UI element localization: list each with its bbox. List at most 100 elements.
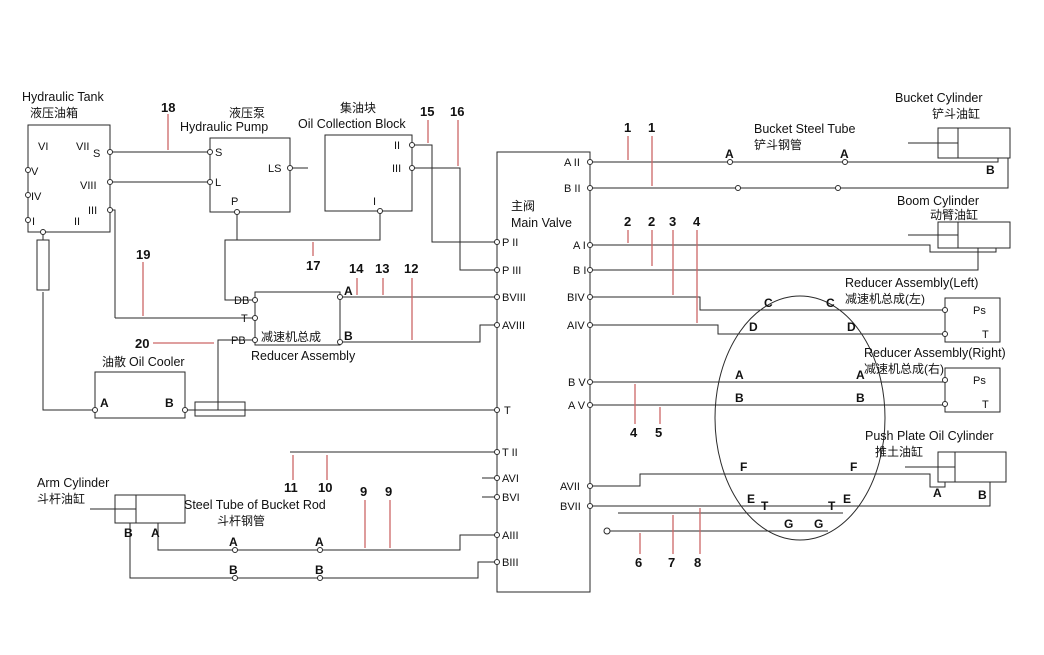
valve-port-b2: B II [564, 183, 581, 195]
rotary-letter-c1: C [764, 296, 773, 310]
reducer-left-body [944, 297, 1001, 343]
callout-11: 11 [284, 480, 298, 495]
tank-port-i: I [32, 216, 35, 228]
labels: Hydraulic Tank 液压油箱 VI VII S V VIII IV I… [22, 90, 1006, 577]
tank-port-v: V [31, 166, 39, 178]
main-valve-title-zh: 主阀 [511, 199, 535, 213]
bucket-tube-marker-a1: A [725, 147, 734, 161]
callout-19: 19 [136, 247, 150, 262]
return-filter-body [36, 239, 50, 291]
pump-port-p: P [231, 196, 238, 208]
reducer-center-port-a: A [344, 284, 353, 298]
callout-14: 14 [349, 261, 364, 276]
boom-cylinder-title-zh: 动臂油缸 [930, 207, 978, 222]
bucket-tube-marker-a2: A [840, 147, 849, 161]
tank-title-en: Hydraulic Tank [22, 90, 105, 104]
reducer-right-title-zh: 减速机总成(右) [864, 361, 944, 376]
push-cylinder-title-en: Push Plate Oil Cylinder [865, 429, 994, 443]
rod-tube-marker-a1: A [229, 535, 238, 549]
valve-port-a4: AIV [567, 320, 585, 332]
callout-1b: 1 [648, 120, 655, 135]
valve-port-b7: BVII [560, 501, 581, 513]
valve-port-a8: AVIII [502, 320, 525, 332]
pump-title-zh: 液压泵 [229, 105, 265, 120]
valve-port-p2: P II [502, 237, 518, 249]
cylinder-details [90, 128, 959, 523]
rotary-letter-a2: A [856, 368, 865, 382]
valve-port-a5: A V [568, 400, 586, 412]
callout-17: 17 [306, 258, 320, 273]
pump-title-en: Hydraulic Pump [180, 120, 268, 134]
callout-9b: 9 [385, 484, 392, 499]
valve-port-p3: P III [502, 265, 521, 277]
callout-8: 8 [694, 555, 701, 570]
boom-cylinder-title-en: Boom Cylinder [897, 194, 979, 208]
valve-port-t: T [504, 405, 511, 417]
callout-1a: 1 [624, 120, 631, 135]
bucket-tube-title-en: Bucket Steel Tube [754, 122, 856, 136]
tank-port-vii: VII [76, 141, 89, 153]
connection-lines [42, 144, 1009, 579]
port-markers [25, 142, 948, 581]
bucket-cylinder-title-en: Bucket Cylinder [895, 91, 983, 105]
callout-5: 5 [655, 425, 662, 440]
main-valve-title-en: Main Valve [511, 216, 572, 230]
arm-cylinder-title-en: Arm Cylinder [37, 476, 109, 490]
valve-port-b1: B I [573, 265, 586, 277]
oil-cooler-body [94, 371, 186, 419]
rotary-letter-d1: D [749, 320, 758, 334]
oil-cooler-port-a: A [100, 396, 109, 410]
tank-port-vi: VI [38, 141, 48, 153]
valve-port-a7: AVII [560, 481, 580, 493]
callout-9a: 9 [360, 484, 367, 499]
valve-port-b4: BIV [567, 292, 585, 304]
rod-tube-title-zh: 斗杆钢管 [217, 513, 265, 528]
rotary-letter-b1: B [735, 391, 744, 405]
reducer-right-port-ps: Ps [973, 375, 986, 387]
pump-port-ls: LS [268, 163, 281, 175]
arm-cylinder-title-zh: 斗杆油缸 [37, 491, 85, 506]
rod-tube-marker-a2: A [315, 535, 324, 549]
callout-20: 20 [135, 336, 149, 351]
arm-cylinder-port-b: B [124, 526, 133, 540]
callout-leader-lines [142, 114, 701, 554]
oil-block-title-en: Oil Collection Block [298, 117, 406, 131]
push-cylinder-port-b: B [978, 488, 987, 502]
valve-port-a1: A I [573, 240, 586, 252]
reducer-left-title-zh: 减速机总成(左) [845, 291, 925, 306]
rotary-letter-c2: C [826, 296, 835, 310]
oil-cooler-element [194, 401, 246, 417]
callout-16: 16 [450, 104, 464, 119]
rotary-letter-g1: G [784, 517, 793, 531]
pump-port-s: S [215, 147, 222, 159]
reducer-center-port-t: T [241, 313, 248, 325]
reducer-center-port-b: B [344, 329, 353, 343]
rotary-letter-f2: F [850, 460, 857, 474]
arm-cylinder-port-a: A [151, 526, 160, 540]
valve-port-b8: BVIII [502, 292, 526, 304]
bucket-tube-title-zh: 铲斗钢管 [754, 137, 802, 152]
callout-3: 3 [669, 214, 676, 229]
open-drain-port [603, 527, 611, 535]
reducer-right-title-en: Reducer Assembly(Right) [864, 346, 1006, 360]
main-valve-body [496, 151, 591, 593]
callout-10: 10 [318, 480, 332, 495]
reducer-right-port-t: T [982, 399, 989, 411]
tank-port-iii: III [88, 205, 97, 217]
valve-port-b6: BVI [502, 492, 520, 504]
reducer-center-title-en: Reducer Assembly [251, 349, 356, 363]
tank-port-iv: IV [31, 191, 42, 203]
callout-13: 13 [375, 261, 389, 276]
bucket-cylinder-port-b: B [986, 163, 995, 177]
oil-block-port-i: I [373, 196, 376, 208]
callout-4b: 4 [630, 425, 638, 440]
callout-7: 7 [668, 555, 675, 570]
valve-port-a6: AVI [502, 473, 519, 485]
rotary-letter-g2: G [814, 517, 823, 531]
valve-port-a2: A II [564, 157, 580, 169]
reducer-left-port-ps: Ps [973, 305, 986, 317]
tank-port-ii: II [74, 216, 80, 228]
tank-port-s: S [93, 148, 100, 160]
